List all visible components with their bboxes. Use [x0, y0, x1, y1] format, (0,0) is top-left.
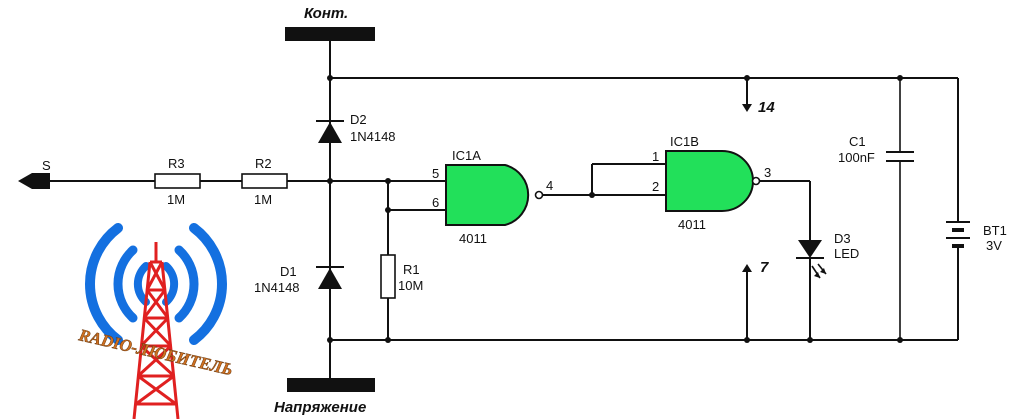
junction-dots: [327, 75, 903, 343]
nand-gate-ic1a: [445, 164, 544, 226]
battery-bt1: [946, 221, 970, 252]
c1-ref: C1: [849, 134, 866, 149]
bt1-value: 3V: [986, 238, 1002, 253]
top-probe-plate: [285, 27, 375, 41]
signal-output-label: S: [42, 158, 51, 173]
top-probe-label: Конт.: [304, 5, 348, 22]
logo-text: RADIO-ЛЮБИТЕЛЬ: [76, 325, 235, 379]
r1-value: 10M: [398, 278, 423, 293]
r2-value: 1M: [254, 192, 272, 207]
r3-value: 1M: [167, 192, 185, 207]
d3-value: LED: [834, 246, 859, 261]
ic1a-pin-in2: 6: [432, 195, 439, 210]
vdd-pin-label: 14: [758, 99, 775, 116]
d2-ref: D2: [350, 112, 367, 127]
bottom-probe-plate: [287, 378, 375, 392]
vss-pin-label: 7: [760, 259, 769, 276]
radio-lyubitel-logo: RADIO-ЛЮБИТЕЛЬ: [76, 223, 235, 419]
wires: [50, 41, 959, 378]
wave-arc-right-outer: [189, 223, 227, 345]
diode-d2: [316, 120, 344, 143]
antenna-mast-icon: [132, 242, 180, 419]
wave-arc-left-middle: [113, 245, 138, 323]
ic1b-pin-out: 3: [764, 165, 771, 180]
r3-ref: R3: [168, 156, 185, 171]
resistor-r3: [154, 173, 201, 189]
bt1-ref: BT1: [983, 223, 1007, 238]
r2-ref: R2: [255, 156, 272, 171]
c1-value: 100nF: [838, 150, 875, 165]
ic1b-pin-in1: 1: [652, 149, 659, 164]
d1-ref: D1: [280, 264, 297, 279]
ic1b-ref: IC1B: [670, 134, 699, 149]
vdd-arrow-icon: [742, 104, 752, 112]
led-d3: [796, 240, 827, 279]
bottom-probe-label: Напряжение: [274, 399, 366, 416]
ic1a-pin-out: 4: [546, 178, 553, 193]
wave-arc-left-inner: [133, 262, 150, 306]
vss-arrow-icon: [742, 264, 752, 272]
ic1b-part: 4011: [678, 217, 706, 232]
ic1a-ref: IC1A: [452, 148, 481, 163]
wave-arc-right-inner: [162, 262, 179, 306]
nand-gate-ic1b: [665, 150, 761, 212]
ic1a-part: 4011: [459, 231, 487, 246]
d1-value: 1N4148: [254, 280, 300, 295]
d2-value: 1N4148: [350, 129, 396, 144]
capacitor-c1: [886, 151, 914, 162]
ic1b-pin-in2: 2: [652, 179, 659, 194]
resistor-r2: [241, 173, 288, 189]
wave-arc-left-outer: [85, 223, 123, 345]
diode-d1: [316, 266, 344, 289]
d3-ref: D3: [834, 231, 851, 246]
ic1a-pin-in1: 5: [432, 166, 439, 181]
r1-ref: R1: [403, 262, 420, 277]
resistor-r1: [380, 254, 396, 299]
signal-output-arrow: [18, 173, 50, 189]
wave-arc-right-middle: [174, 245, 199, 323]
